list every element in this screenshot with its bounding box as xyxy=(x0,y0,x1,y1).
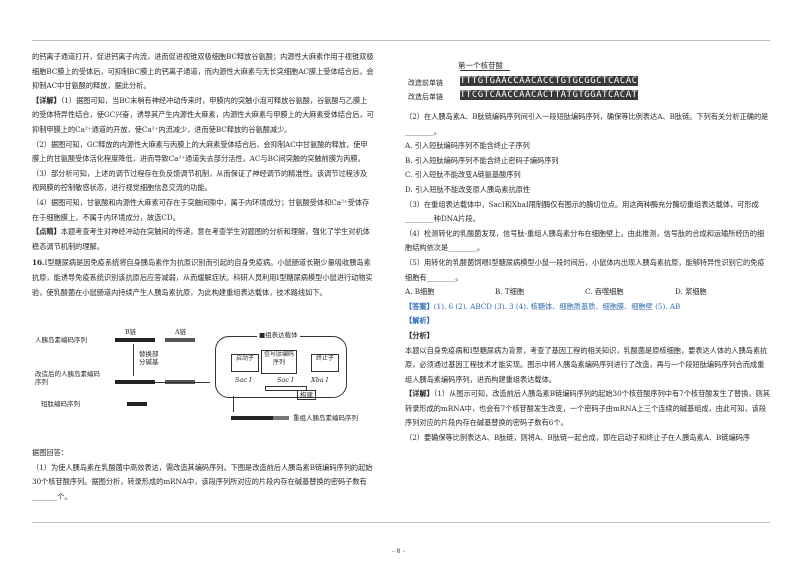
question-number: 16. xyxy=(32,258,45,268)
short-peptide-label: 短肽编码序列 xyxy=(41,400,80,408)
paragraph: （2）据图可知，GC释放的内源性大麻素与丙膜上的大麻素受体结合后，会抑制AC中甘… xyxy=(32,139,368,164)
a-chain-label: A链 xyxy=(175,328,187,336)
recombinant-bar-2 xyxy=(273,416,289,420)
option-c: C. 引入短肽不能改变A链氨基酸序列 xyxy=(405,170,521,180)
before-strand-label: 改造前单链 xyxy=(408,79,443,87)
recombinant-bar xyxy=(231,416,273,420)
insulin-coding-label: 人胰岛素编码序列 xyxy=(35,336,87,344)
comment-tag: 【点睛】 xyxy=(32,227,61,237)
paragraph-text: （1）从图示可知，改造前后人胰岛素B链编码序列的起始30个核苷酸序列中有7个核苷… xyxy=(405,389,770,428)
jiexi-tag: 【解析】 xyxy=(405,316,434,326)
q5-option: A. B细胞 xyxy=(405,287,435,297)
sub-question-2: （2）在人胰岛素A、B肽链编码序列间引入一段短肽编码序列，确保等比例表达A、B肽… xyxy=(405,112,769,136)
answer-text: (1). 6 (2). ABCD (3). 3 (4). 核糖体、细胞质基质、细… xyxy=(433,301,681,311)
xba1-site: Xba Ⅰ xyxy=(311,376,329,384)
left-column: 的钙离子通道打开，促进钙离子内流，进而促进视锥双极细胞BC释放谷氨酸；内源性大麻… xyxy=(32,50,374,300)
recombinant-label: 重组人胰岛素编码序列 xyxy=(293,414,358,422)
q5-options: A. B细胞 B. T细胞 C. 吞噬细胞 D. 浆细胞 xyxy=(405,285,770,300)
signal-label: 信号肽编码序列 xyxy=(263,351,294,366)
detail-paragraph: 【详解】（1）据图可知，当BC末梢有神经冲动传来时，甲膜内的突触小泡可释放谷氨酸… xyxy=(32,94,374,138)
promoter-box: 启动子 xyxy=(231,354,259,372)
b-chain-label: B链 xyxy=(125,328,137,336)
xiangjie-tag: 【详解】 xyxy=(405,389,434,399)
detail-tag: 【详解】 xyxy=(32,95,61,105)
option-b: B. 引入短肽编码序列不能含终止密码子编码序列 xyxy=(405,155,559,165)
sub-question-1: （1）为使人胰岛素在乳酸菌中高效表达，需改造其编码序列。下图是改造前后人胰岛素B… xyxy=(32,461,374,505)
fenxi-tag-line: 【分析】 xyxy=(405,329,770,344)
sac1-site-left: Sac Ⅰ xyxy=(235,376,252,384)
terminator-label: 终止子 xyxy=(315,355,334,362)
first-nucleotide-label: 第一个核苷酸 xyxy=(458,61,503,70)
arrow-down xyxy=(133,344,134,376)
prompt: 据图回答： xyxy=(32,448,68,457)
technical-route-diagram: 人胰岛素编码序列 B链 A链 替换部分碱基 改造后的人胰岛素编码序列 短肽编码序… xyxy=(35,328,365,436)
signal-peptide-box: 信号肽编码序列 xyxy=(261,350,297,374)
sequence-figure: 第一个核苷酸 改造前单链 改造后单链 TTTGTGAACCAACACCTGTGC… xyxy=(408,60,688,110)
top-rule xyxy=(32,40,770,41)
question-text: （1）为使人胰岛素在乳酸菌中高效表达，需改造其编码序列。下图是改造前后人胰岛素B… xyxy=(32,462,373,487)
xiangjie-paragraph: 【详解】（1）从图示可知，改造前后人胰岛素B链编码序列的起始30个核苷酸序列中有… xyxy=(405,387,770,431)
sac1-site-right: Sac Ⅰ xyxy=(277,376,294,384)
paragraph: （3）部分析可知，上述的调节过程存在负反馈调节机制，从而保证了神经调节的精准性。… xyxy=(32,168,368,193)
paragraph: 的钙离子通道打开，促进钙离子内流，进而促进视锥双极细胞BC释放谷氨酸；内源性大麻… xyxy=(32,52,374,91)
option-a: A. 引入短肽编码序列不能含终止子序列 xyxy=(405,141,530,151)
bottom-rule xyxy=(32,522,770,523)
left-column-bottom: 据图回答： （1）为使人胰岛素在乳酸菌中高效表达，需改造其编码序列。下图是改造前… xyxy=(32,446,374,504)
page-number: - 8 - xyxy=(392,547,405,555)
fenxi-tag: 【分析】 xyxy=(405,330,434,340)
right-column: （2）在人胰岛素A、B肽链编码序列间引入一段短肽编码序列，确保等比例表达A、B肽… xyxy=(405,110,770,446)
sub-question-5: （5）用转化的乳酸菌饲喂Ⅰ型糖尿病模型小鼠一段时间后，小鼠体内出现人胰岛素抗原，… xyxy=(405,257,765,282)
sequence-before: TTTGTGAACCAACACCTGTGCGGCTCACAC xyxy=(460,76,638,87)
paragraph-text: （1）据图可知，当BC末梢有神经冲动传来时，甲膜内的突触小泡可释放谷氨酸，谷氨酸… xyxy=(32,95,374,134)
construct-label: 构建 xyxy=(297,390,316,400)
question-text: Ⅰ型糖尿病是因免疫系统将自身胰岛素作为抗原识别而引起的自身免疫病。小鼠肠道长期少… xyxy=(32,258,373,297)
paragraph: （4）据图可知，甘氨酸和内源性大麻素可存在于突触间隙中，属于内环境成分；甘氨酸受… xyxy=(32,197,370,222)
connector-line xyxy=(155,382,210,383)
analysis-tag: 【解析】 xyxy=(405,314,770,329)
answer-tag: 【答案】 xyxy=(405,301,434,311)
q5-option: D. 浆细胞 xyxy=(675,287,707,297)
sequence-after: TTCGTCAACCAACACTTATGTGGATCACAT xyxy=(460,90,638,101)
arrow-to-recombinant xyxy=(233,396,234,412)
b-chain-bar xyxy=(115,338,155,342)
bracket xyxy=(460,70,510,74)
seq-highlight: TTCGTCAACCAACACTTATGTGGATCACAT xyxy=(460,90,638,100)
answer-blank: _______个。 xyxy=(32,491,72,501)
q5-option: C. 吞噬细胞 xyxy=(585,287,624,297)
q5-option: B. T细胞 xyxy=(495,287,525,297)
sub-question-3: （3）在重组表达载体中，SacⅠ和XbaⅠ限制酶仅有图示的酶切位点。用这两种酶充… xyxy=(405,199,759,224)
vector-insert-bar xyxy=(265,386,307,391)
promoter-label: 启动子 xyxy=(235,355,254,362)
fenxi-paragraph: 本题以自身免疫病和Ⅰ型糖尿病为背景，考查了基因工程的相关知识，乳酸菌是原核细胞，… xyxy=(405,345,768,384)
paragraph-text: 本题考查考生对神经冲动在突触间的传递，意在考查学生对题图的分析和理解，强化了学生… xyxy=(32,227,370,251)
sub-question-4: （4）检测转化的乳酸菌发现，信号肽-重组人胰岛素分布在细胞壁上。由此推测，信号肽… xyxy=(405,228,765,253)
terminator-box: 终止子 xyxy=(311,354,339,372)
question-16: 16.Ⅰ型糖尿病是因免疫系统将自身胰岛素作为抗原识别而引起的自身免疫病。小鼠肠道… xyxy=(32,256,374,300)
answer-line: 【答案】(1). 6 (2). ABCD (3). 3 (4). 核糖体、细胞质… xyxy=(405,300,770,315)
replace-bases-label: 替换部分碱基 xyxy=(139,350,159,366)
comment-paragraph: 【点睛】本题考查考生对神经冲动在突触间的传递，意在考查学生对题图的分析和理解，强… xyxy=(32,225,374,254)
modified-b-bar xyxy=(115,380,155,384)
vector-label: ■组表达载体 xyxy=(257,331,300,339)
option-d: D. 引入短肽不能改变原人胰岛素抗原性 xyxy=(405,184,531,194)
modified-label: 改造后的人胰岛素编码序列 xyxy=(35,370,100,386)
q2-answer-paragraph: （2）要确保等比例表达A、B肽链，则将A、B肽链一起合成，即在启动子和终止子在人… xyxy=(405,433,751,443)
a-chain-bar xyxy=(165,338,195,342)
short-peptide-bar xyxy=(127,402,147,406)
after-strand-label: 改造后单链 xyxy=(408,93,443,101)
seq-highlight: TTTGTGAACCAACACCTGTGCGGCTCACAC xyxy=(460,76,638,86)
